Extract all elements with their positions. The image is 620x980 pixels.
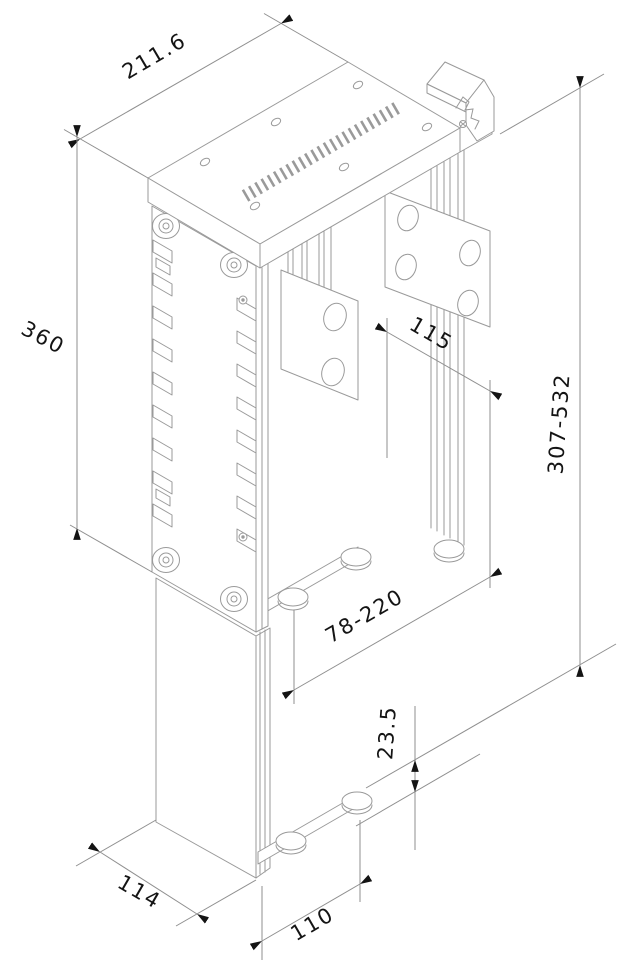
desk-hook [426, 61, 495, 153]
lower-column [155, 577, 271, 879]
dim-label-top-depth: 211.6 [118, 28, 191, 84]
serrated-vent-strip [241, 100, 404, 202]
dim-label-foot-height: 23.5 [373, 704, 401, 760]
slot-ladder-left [152, 239, 173, 528]
rail-foot-pad [433, 539, 465, 563]
front-column [151, 205, 269, 633]
mounting-plate-left [280, 269, 359, 401]
dim-label-height-range: 307-532 [543, 372, 574, 475]
dim-label-base-width: 114 [114, 870, 166, 914]
bottom-foot-arm [257, 791, 373, 865]
slot-ladder-right [236, 295, 257, 553]
top-plate [147, 61, 461, 269]
dim-label-foot-length: 110 [287, 902, 339, 946]
mounting-plate-right [384, 190, 491, 328]
dim-label-column-height: 360 [17, 316, 69, 359]
dim-label-width-range: 78-220 [321, 584, 408, 648]
cut-edge [455, 96, 480, 130]
